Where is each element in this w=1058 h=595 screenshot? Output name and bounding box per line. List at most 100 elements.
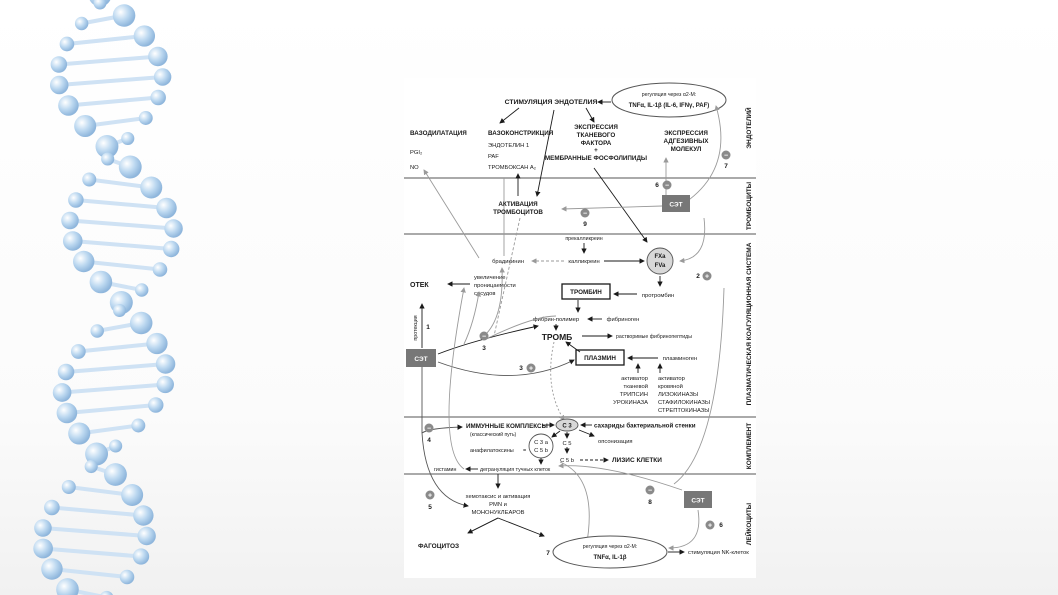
helix-rod [42, 546, 142, 559]
section-label-endothelium: ЭНДОТЕЛИЙ [744, 107, 753, 149]
thrombus: ТРОМБ [542, 332, 573, 342]
nk-stimulation: стимуляция NK-клеток [688, 550, 749, 556]
section-label-platelets: ТРОМБОЦИТЫ [746, 182, 753, 230]
helix-ball [74, 114, 97, 138]
helix-ball [93, 0, 107, 10]
marker-5: 5 [428, 504, 432, 511]
marker-6a: 6 [655, 182, 659, 189]
helix-ball [57, 363, 75, 381]
helix-ball [121, 484, 144, 506]
helix-ball [61, 211, 79, 230]
bradykinin: брадикинин [492, 259, 524, 265]
helix-ball [100, 590, 113, 595]
helix-rod [65, 362, 166, 374]
c3: C 3 [562, 424, 572, 430]
marker-plus-6b: + [708, 523, 712, 530]
helix-rod [68, 95, 159, 108]
activator-right-3: ЛИЗОКИНАЗЫ [658, 392, 698, 398]
helix-ball [44, 499, 60, 516]
marker-minus-9: − [583, 211, 587, 218]
helix-ball [74, 16, 89, 31]
prekallikrein: прекалликреин [565, 236, 602, 242]
protection-label: протекция [413, 315, 419, 340]
activator-left-2: тканевой [624, 383, 648, 390]
tissue-factor-line-1: ЭКСПРЕССИЯ [574, 124, 618, 131]
regulation-bottom-line-1: регуляция через α2-М: [583, 544, 638, 550]
thrombin-box [561, 283, 611, 300]
tissue-factor-line-3: ФАКТОРА [581, 140, 612, 147]
helix-ball [131, 418, 146, 433]
prothrombin: протромбин [642, 293, 674, 299]
c3-c3a-arrow [551, 430, 561, 438]
helix-rod [72, 239, 172, 251]
helix-ball [84, 459, 98, 474]
vasoconstriction: ВАЗОКОНСТРИКЦИЯ [488, 130, 554, 137]
marker-8: 8 [648, 499, 652, 506]
helix-ball [148, 397, 164, 413]
endothelium-grey-arrows [423, 105, 722, 259]
dna-helix-decoration [33, 0, 183, 595]
activator-left-3: ТРИПСИН [620, 392, 648, 398]
helix-ball [164, 219, 183, 238]
chemotaxis-line-1: хемотаксис и активация [466, 494, 531, 500]
helix-ball [163, 240, 180, 258]
c3a-c5b-circle [528, 433, 554, 459]
helix-ball [52, 383, 72, 402]
helix-ball [109, 439, 123, 453]
helix-ball [41, 558, 63, 580]
helix-ball [133, 25, 156, 47]
helix-ball [70, 344, 86, 359]
helix-ball [140, 176, 163, 199]
permeability-line-3: сосудов [474, 291, 495, 297]
helix-ball [90, 324, 104, 338]
helix-rod [69, 218, 174, 231]
regulation-bottom-line-2: TNFα, IL-1β [593, 555, 626, 561]
marker-7a: 7 [724, 163, 728, 170]
activator-right-1: активатор [658, 376, 685, 382]
section-label-complement: КОМПЛЕМЕНТ [746, 423, 753, 469]
phagocytosis: ФАГОЦИТОЗ [418, 543, 459, 550]
helix-rod [66, 403, 156, 415]
soluble-fibrinopeptides: растворимые фибринопептиды [616, 334, 692, 340]
helix-rod [51, 567, 128, 579]
set-label-plasma: СЭТ [414, 356, 427, 363]
helix-ball [156, 197, 177, 219]
pathway-diagram: ЭНДОТЕЛИЙ ТРОМБОЦИТЫ ПЛАЗМАТИЧЕСКАЯ КОАГ… [404, 78, 756, 578]
helix-ball [49, 75, 69, 95]
set-box-platelets [662, 195, 690, 212]
regulation-ellipse-bottom [552, 535, 668, 569]
c5: C 5 [562, 441, 571, 447]
marker-group: − 7 − 6 − 9 + 2 1 − 3 + 3 − 4 + 5 − 8 + … [424, 150, 731, 557]
regulation-line-2: TNFα, IL-1β (IL-6, IFNγ, PAF) [629, 103, 710, 109]
helix-ball [73, 250, 95, 273]
edema: ОТЕК [410, 282, 429, 289]
plasminogen: плазминоген [663, 356, 697, 362]
set-box-plasma [406, 349, 436, 367]
histamine: гистамин [434, 467, 456, 473]
helix-ball [95, 135, 119, 158]
helix-ball [89, 270, 113, 294]
helix-rod [58, 54, 159, 67]
cell-lysis: ЛИЗИС КЛЕТКИ [612, 457, 662, 464]
marker-minus-8: − [648, 488, 652, 495]
marker-plus-2: + [705, 274, 709, 281]
helix-ball [68, 422, 91, 445]
helix-rod [51, 505, 144, 518]
chemotaxis-line-3: МОНОНУКЛЕАРОВ [472, 510, 525, 516]
helix-ball [132, 548, 150, 565]
opsonization: опсонизация [598, 439, 633, 445]
marker-2: 2 [696, 273, 700, 280]
fxa: FXa [654, 254, 666, 260]
c5b: C 5 b [560, 458, 574, 464]
helix-ball [56, 578, 79, 595]
section-label-leukocytes: ЛЕЙКОЦИТЫ [744, 503, 753, 545]
set-leuk-curve [421, 432, 469, 508]
helix-ball [121, 131, 135, 146]
marker-plus-5: + [428, 493, 432, 500]
mast-cell-degranulation: дегрануляция тучных клеток [480, 467, 551, 473]
helix-ball [62, 231, 83, 251]
helix-ball [137, 526, 156, 546]
no: NO [410, 165, 419, 171]
helix-ball [129, 311, 153, 335]
saccharides: сахариды бактериальной стенки [594, 423, 696, 430]
